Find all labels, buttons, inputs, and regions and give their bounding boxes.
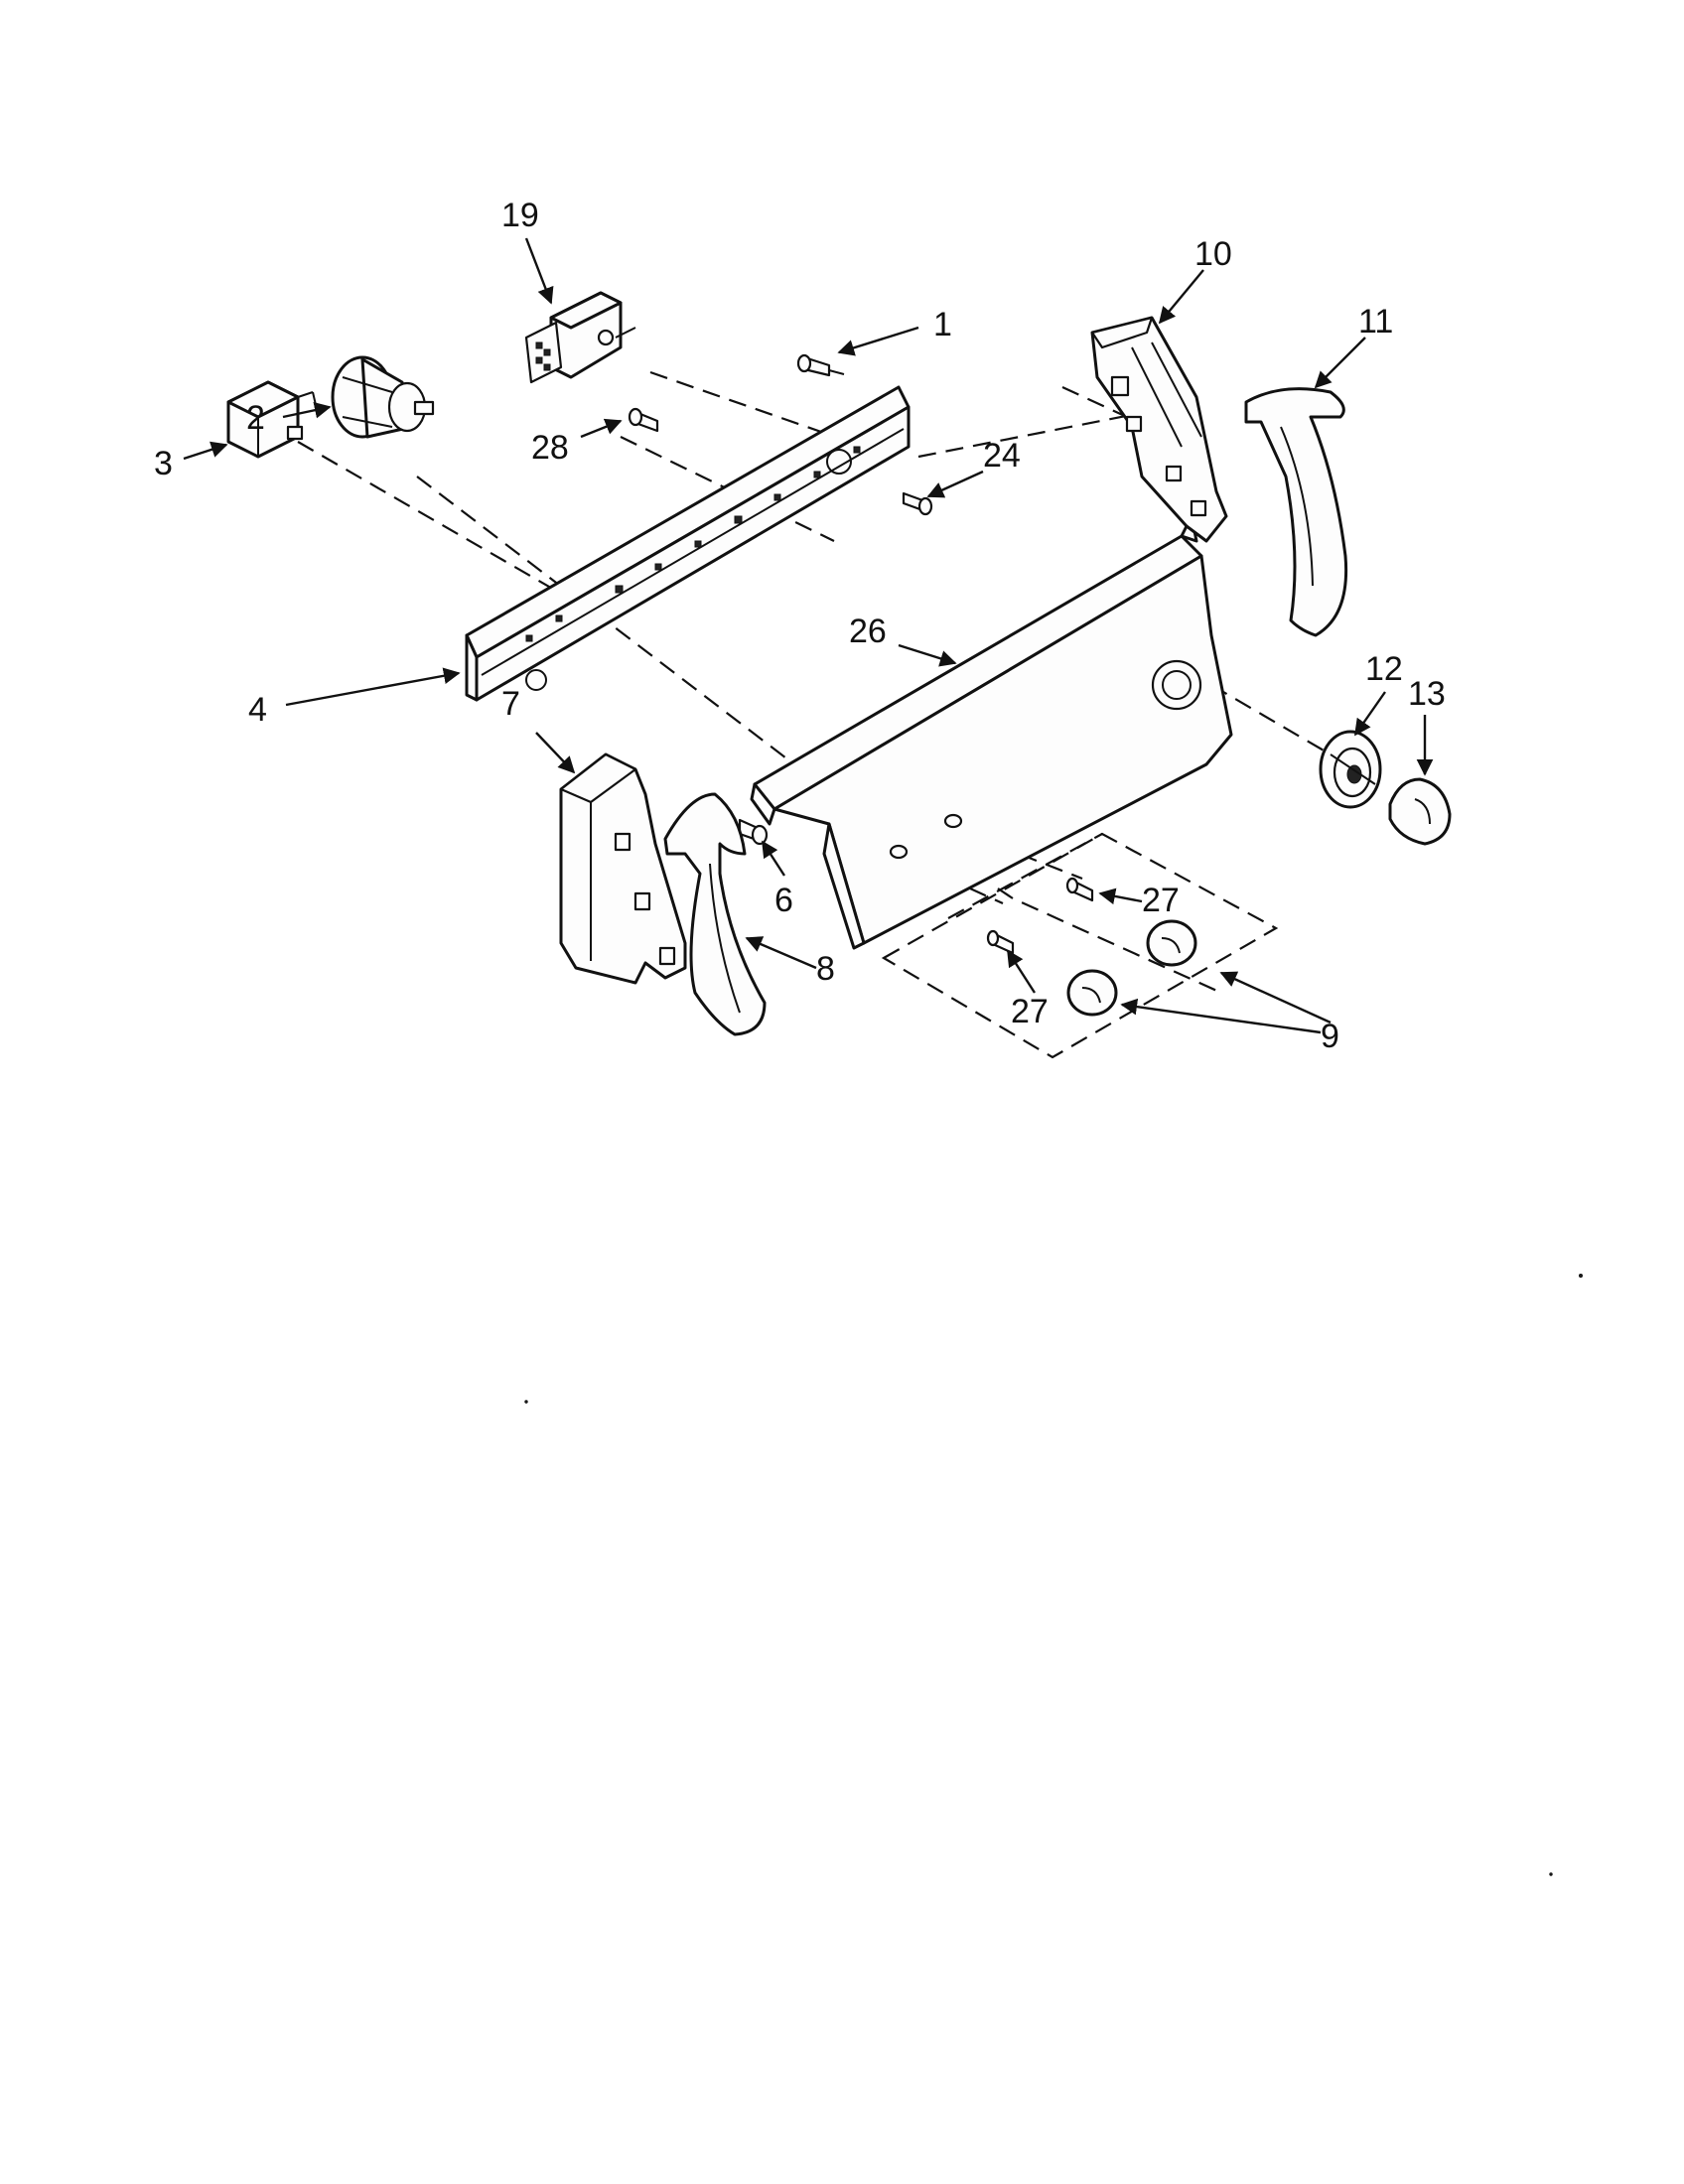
callout-27-upper: 27 [1142,882,1180,919]
screw-24 [902,491,933,516]
right-end-bracket [1090,316,1228,543]
selector-switch [331,355,435,439]
scan-specks [524,1274,1583,1876]
left-end-cap [663,792,767,1036]
callout-10: 10 [1194,235,1232,273]
knob-upper [1146,919,1197,967]
callout-27-lower: 27 [1011,993,1049,1030]
knob-lower [1066,969,1118,1017]
knob-skirt [1319,730,1382,809]
left-end-bracket [559,752,687,985]
callout-19: 19 [501,197,539,234]
screw-28 [628,407,659,433]
callout-28: 28 [531,429,569,467]
callout-26: 26 [849,613,887,650]
knob-insert-lower [986,929,1015,955]
rotary-switch [226,380,317,459]
callout-2: 2 [246,399,265,437]
callout-1: 1 [933,306,952,343]
callout-11: 11 [1358,303,1393,341]
callout-9: 9 [1321,1018,1339,1055]
callout-6: 6 [774,882,793,919]
right-end-cap [1244,387,1348,637]
callout-4: 4 [248,691,267,729]
knob-insert-upper [1065,877,1094,902]
callout-8: 8 [816,950,835,988]
callout-12: 12 [1365,650,1403,688]
leader-lines [183,237,1434,1034]
control-panel-bracket [465,385,911,702]
callout-13: 13 [1408,675,1446,713]
switch-block [524,291,636,384]
screw-1 [796,353,845,377]
callout-7: 7 [501,685,520,723]
callout-24: 24 [983,437,1021,475]
knob [1388,777,1452,846]
callout-3: 3 [154,445,173,482]
callout-labels: 19 10 11 1 3 28 24 2 26 4 7 12 13 6 27 8… [154,197,1446,1055]
knob-kit-outline [881,832,1279,1059]
console-panel [750,514,1233,950]
